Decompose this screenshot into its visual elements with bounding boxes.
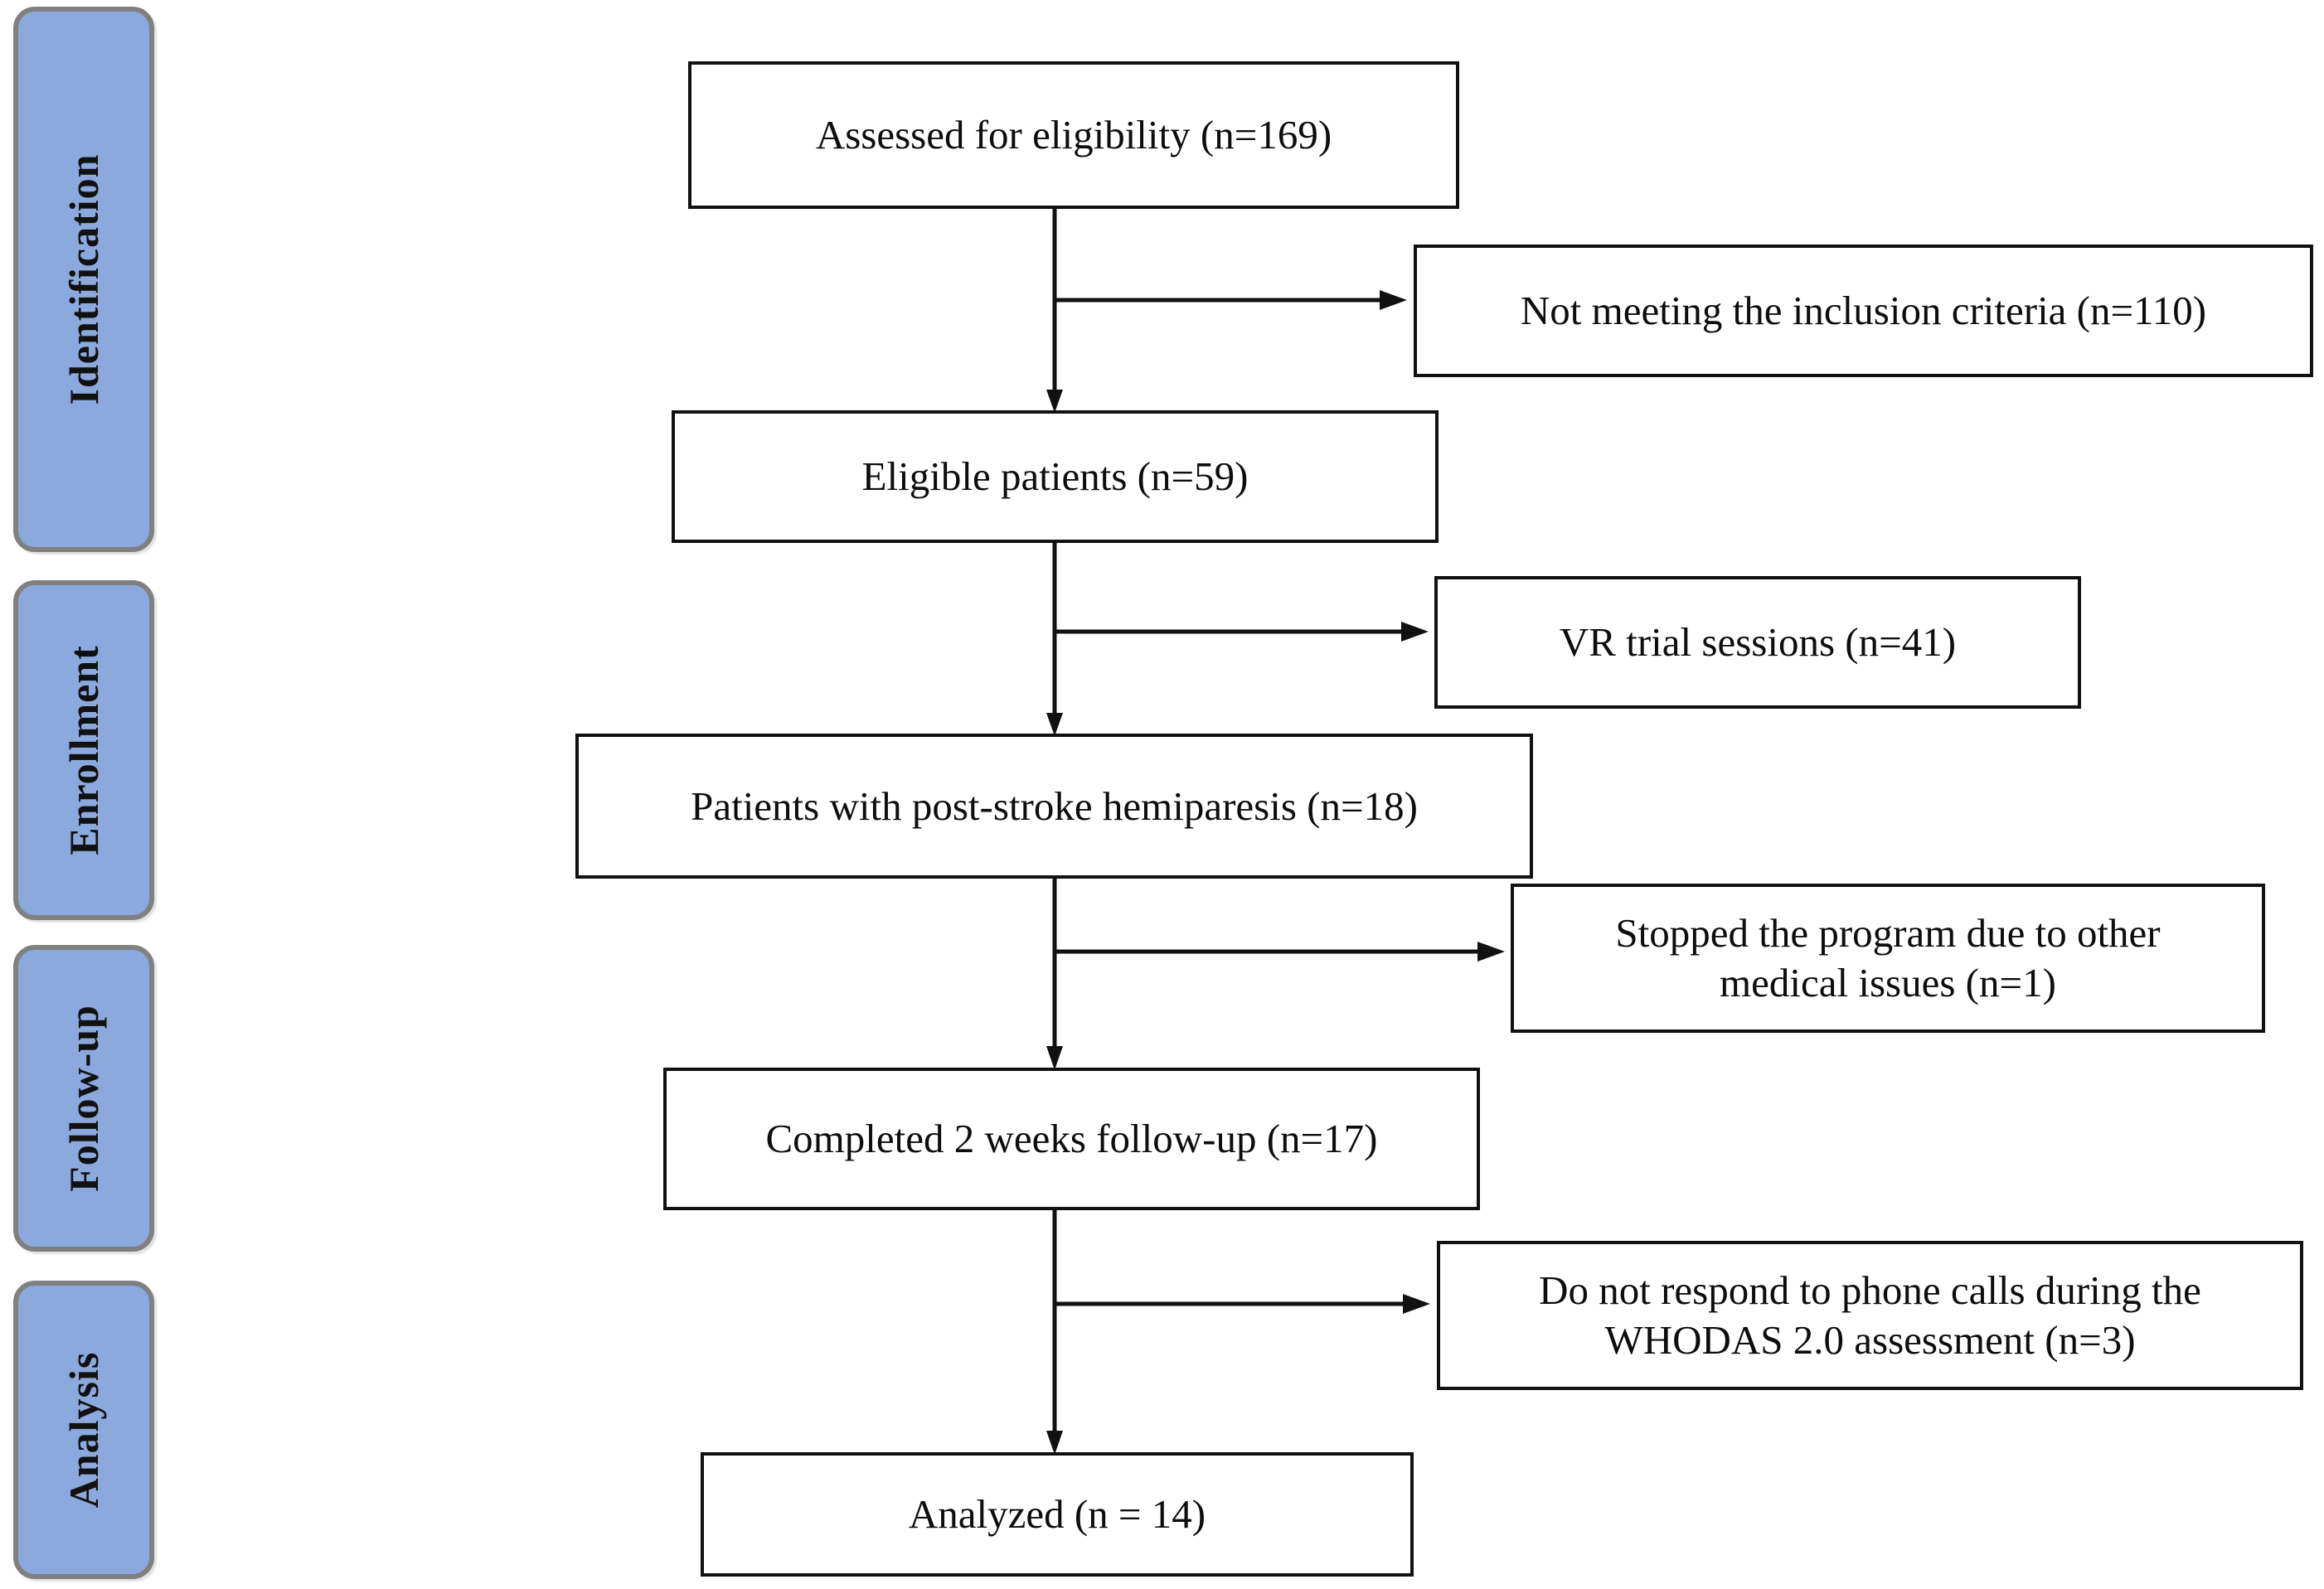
flow-box-label: Patients with post-stroke hemiparesis (n… xyxy=(691,782,1418,829)
flow-box-label: Eligible patients (n=59) xyxy=(861,453,1249,500)
stage-label-enrollment: Enrollment xyxy=(61,645,107,855)
stage-bar-follow-up: Follow-up xyxy=(13,945,154,1252)
flow-box-label: Completed 2 weeks follow-up (n=17) xyxy=(765,1116,1378,1162)
connector-eligible-to-hemiparesis xyxy=(1046,543,1429,736)
stage-bar-identification: Identification xyxy=(13,7,154,552)
flow-box-label: Assessed for eligibility (n=169) xyxy=(815,112,1332,158)
flow-box-label: Do not respond to phone calls during the… xyxy=(1539,1267,2201,1363)
flow-box-label: Stopped the program due to other medical… xyxy=(1615,910,2161,1005)
flow-box-label: Not meeting the inclusion criteria (n=11… xyxy=(1520,288,2207,334)
flow-box-post-stroke-hemiparesis: Patients with post-stroke hemiparesis (n… xyxy=(575,734,1533,879)
stage-label-identification: Identification xyxy=(61,153,107,405)
flow-box-vr-trial-sessions: VR trial sessions (n=41) xyxy=(1434,576,2081,709)
flow-box-assessed-for-eligibility: Assessed for eligibility (n=169) xyxy=(688,61,1459,209)
flow-box-not-meeting-inclusion-criteria: Not meeting the inclusion criteria (n=11… xyxy=(1414,245,2313,377)
stage-bar-enrollment: Enrollment xyxy=(13,580,154,920)
connector-assessed-to-eligible xyxy=(1046,209,1407,413)
connector-hemiparesis-to-followup xyxy=(1046,879,1505,1070)
connector-followup-to-analyzed xyxy=(1046,1210,1430,1455)
flow-box-eligible-patients: Eligible patients (n=59) xyxy=(672,410,1439,543)
stage-bar-analysis: Analysis xyxy=(13,1281,154,1579)
flow-box-completed-followup: Completed 2 weeks follow-up (n=17) xyxy=(663,1068,1480,1210)
flow-box-label: VR trial sessions (n=41) xyxy=(1559,619,1957,666)
flow-box-label: Analyzed (n = 14) xyxy=(908,1491,1206,1538)
flow-box-no-phone-response: Do not respond to phone calls during the… xyxy=(1437,1241,2303,1390)
stage-label-analysis: Analysis xyxy=(61,1351,107,1509)
flow-box-stopped-program: Stopped the program due to other medical… xyxy=(1511,884,2265,1033)
stage-label-follow-up: Follow-up xyxy=(61,1005,107,1192)
flow-box-analyzed: Analyzed (n = 14) xyxy=(701,1452,1414,1577)
